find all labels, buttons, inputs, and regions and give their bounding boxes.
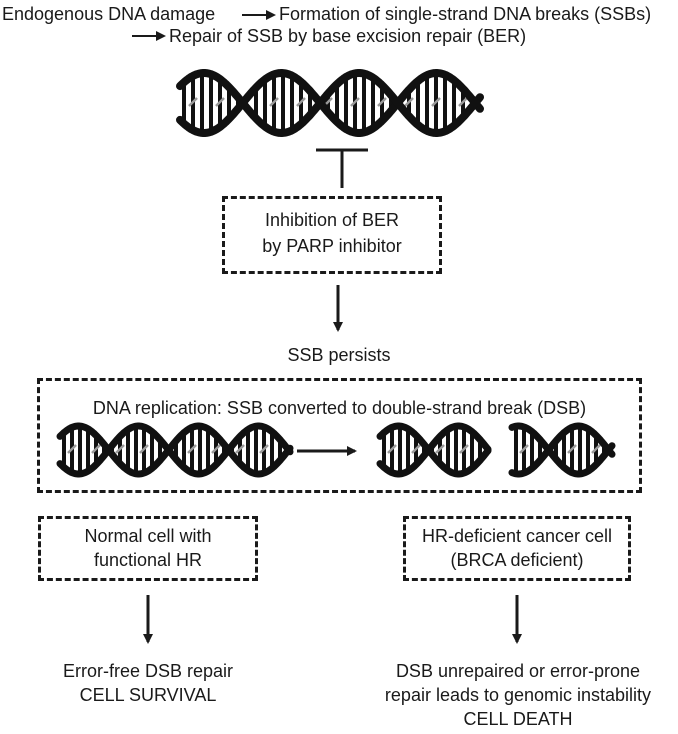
normal-outcome-line-2: CELL SURVIVAL [79, 685, 217, 705]
step-endogenous-damage: Endogenous DNA damage [2, 4, 216, 24]
cancer-outcome-line-2: repair leads to genomic instability [384, 685, 652, 705]
inhibition-line-1: Inhibition of BER [264, 210, 400, 230]
cancer-outcome-line-1: DSB unrepaired or error-prone [395, 661, 641, 681]
normal-cell-box: Normal cell with functional HR [38, 516, 258, 581]
step-ber-repair: Repair of SSB by base excision repair (B… [169, 26, 527, 46]
cancer-cell-line-2: (BRCA deficient) [450, 550, 584, 570]
replication-title: DNA replication: SSB converted to double… [92, 398, 587, 418]
dna-helix-icon [56, 422, 294, 478]
inhibition-line-2: by PARP inhibitor [262, 236, 402, 256]
dna-helix-icon [508, 422, 616, 478]
ssb-persists-label: SSB persists [287, 345, 391, 365]
replication-box: DNA replication: SSB converted to double… [37, 378, 642, 493]
normal-cell-line-1: Normal cell with [84, 526, 212, 546]
dna-helix-icon [176, 69, 484, 137]
cancer-outcome-line-3: CELL DEATH [463, 709, 573, 729]
inhibition-box: Inhibition of BER by PARP inhibitor [222, 196, 442, 274]
dna-helix-icon [376, 422, 492, 478]
normal-outcome-line-1: Error-free DSB repair [62, 661, 234, 681]
step-ssb-formation: Formation of single-strand DNA breaks (S… [279, 4, 652, 24]
cancer-cell-line-1: HR-deficient cancer cell [421, 526, 613, 546]
normal-cell-line-2: functional HR [93, 550, 203, 570]
cancer-cell-box: HR-deficient cancer cell (BRCA deficient… [403, 516, 631, 581]
inhibition-t-bar-icon [316, 148, 368, 188]
